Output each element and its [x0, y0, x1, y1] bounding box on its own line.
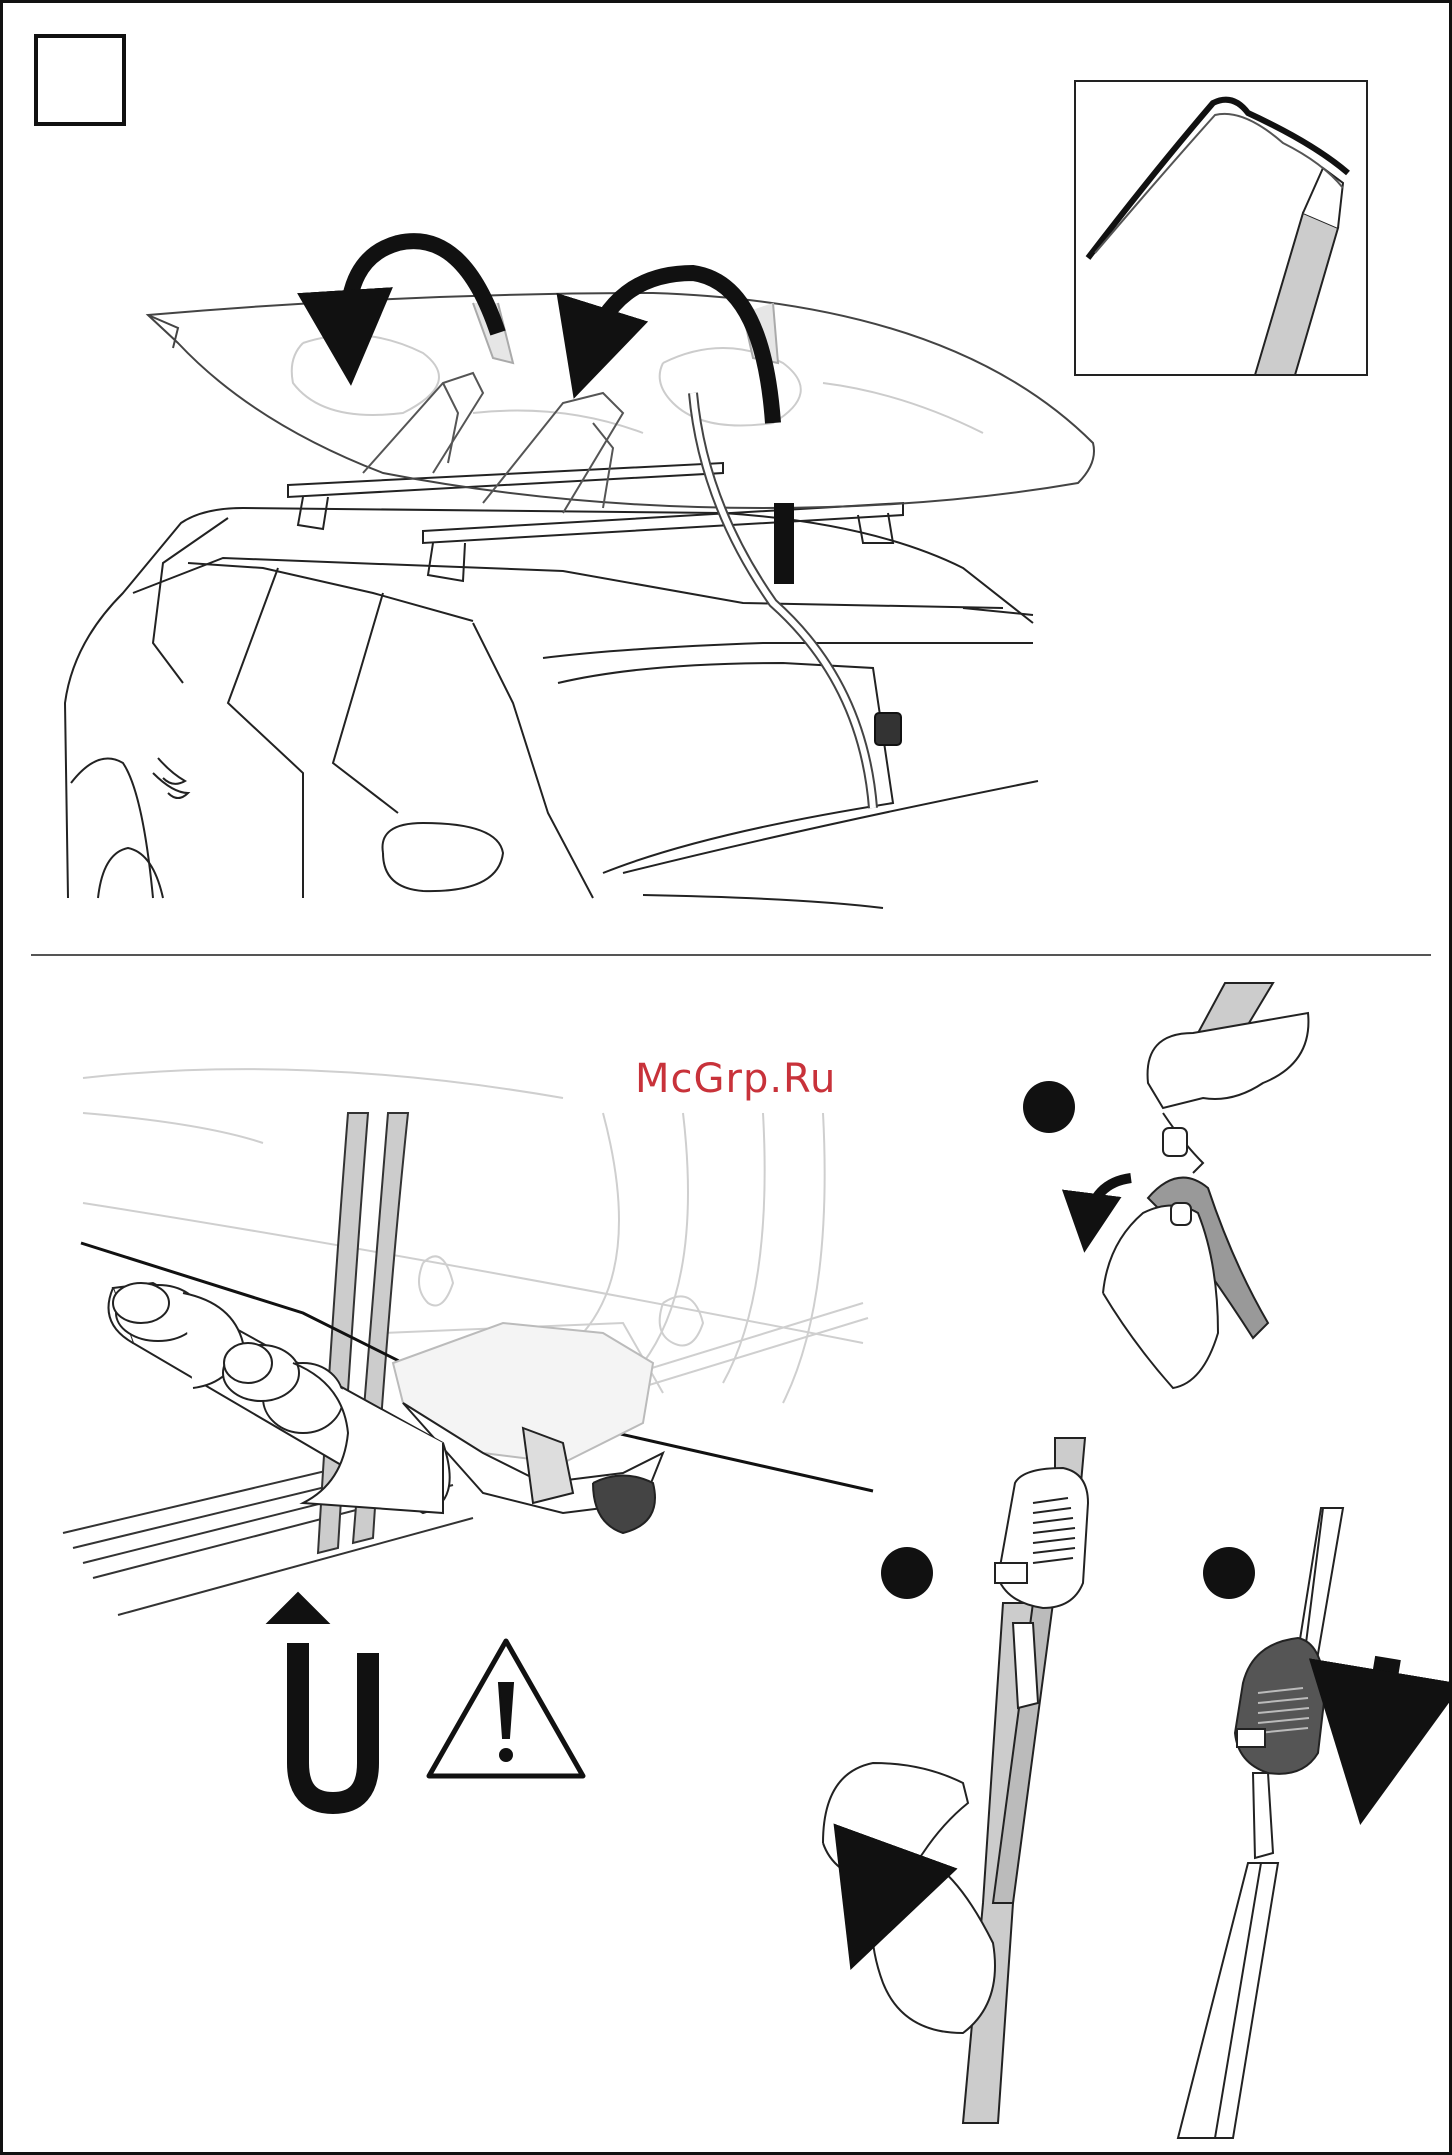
buckle-step-2 [823, 1438, 1088, 2123]
roof-kayak-strap-panel [65, 241, 1094, 908]
buckle-step-3 [1178, 1508, 1388, 2138]
black-dot-icon [1203, 1547, 1255, 1599]
black-dot-icon [1023, 1081, 1075, 1133]
curved-arrow-icon [588, 273, 773, 423]
car-outline [65, 508, 1038, 908]
warning-triangle-icon [429, 1641, 583, 1776]
u-turn-arrow-head [268, 1593, 328, 1623]
curved-arrow-icon [348, 241, 498, 338]
strap-buckle [875, 713, 901, 745]
strap-loop-detail-inset [1075, 81, 1367, 375]
down-arrow-icon [1373, 1658, 1388, 1748]
kayak-cradles [363, 373, 623, 513]
black-dot-icon [881, 1547, 933, 1599]
cradle-strap-panel [63, 1069, 873, 1803]
watermark: McGrp.Ru [635, 1056, 836, 1102]
curved-arrow-icon [1088, 1178, 1131, 1223]
buckle-step-1 [1023, 983, 1308, 1388]
kayak [148, 293, 1094, 508]
u-turn-arrow-icon [298, 1643, 368, 1803]
straps [473, 303, 901, 808]
empty-step-box [36, 36, 124, 124]
